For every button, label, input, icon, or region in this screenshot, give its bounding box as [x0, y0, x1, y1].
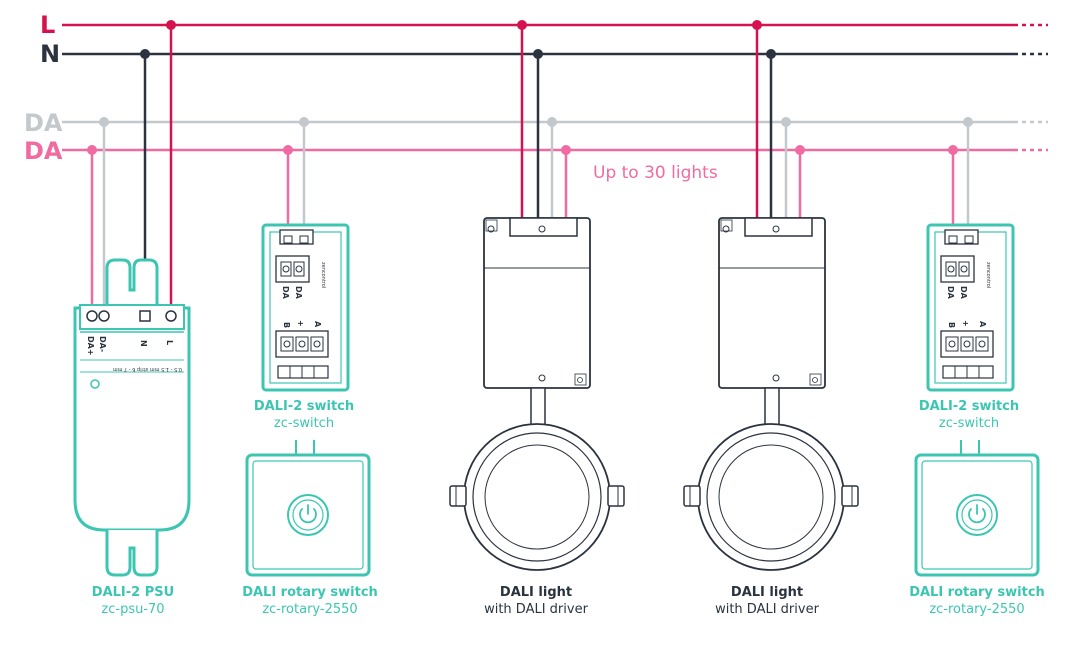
switch-left-a-label: A: [313, 321, 322, 328]
switch-left-brand: zencontrol: [320, 262, 326, 288]
switch-right-a-label: A: [978, 321, 987, 328]
dali-light-1: [449, 217, 625, 571]
rotary-left-model: zc-rotary-2550: [262, 602, 357, 617]
switch-right-brand: zencontrol: [985, 262, 991, 288]
psu-name: DALI-2 PSU: [92, 585, 174, 600]
switch-right-da2-label: DA: [959, 286, 968, 300]
rotary-left-name: DALI rotary switch: [242, 585, 378, 600]
l-bus-label: L: [40, 11, 55, 39]
switch-module-right: DA DA zencontrol B + A: [926, 223, 1015, 392]
switch-left-b-label: B: [282, 322, 291, 328]
psu-terminal-dam: DA-: [98, 336, 107, 352]
switch-right-b-label: B: [947, 322, 956, 328]
light-1-desc: with DALI driver: [484, 602, 588, 617]
psu-terminal-l: L: [165, 340, 174, 345]
psu-model: zc-psu-70: [101, 602, 164, 617]
switch-left-model: zc-switch: [274, 416, 334, 431]
switch-right-model: zc-switch: [939, 416, 999, 431]
switch-left-name: DALI-2 switch: [254, 399, 354, 414]
bus-lines: [62, 23, 1048, 152]
light-2-desc: with DALI driver: [715, 602, 819, 617]
switch-left-plus-label: +: [296, 320, 305, 327]
rotary-right-name: DALI rotary switch: [909, 585, 1045, 600]
switch-right-da1-label: DA: [946, 286, 955, 300]
switch-left-da1-label: DA: [281, 286, 290, 300]
da-pink-bus-label: DA: [24, 137, 63, 165]
switch-right-name: DALI-2 switch: [919, 399, 1019, 414]
light-1-name: DALI light: [500, 585, 572, 600]
power-icon[interactable]: [956, 494, 998, 536]
light-2-name: DALI light: [731, 585, 803, 600]
switch-right-plus-label: +: [961, 320, 970, 327]
rotary-right-model: zc-rotary-2550: [929, 602, 1024, 617]
capacity-note: Up to 30 lights: [593, 163, 718, 183]
n-bus-label: N: [40, 40, 60, 68]
psu-spec-text: 0.5 - 1.5 mm strip 6 - 7 mm: [113, 366, 182, 372]
psu-device: DA+ DA- N L 0.5 - 1.5 mm strip 6 - 7 mm: [73, 258, 191, 577]
da-grey-bus-label: DA: [24, 109, 63, 137]
dali-light-2: [683, 217, 859, 571]
drop-wires: [90, 25, 970, 312]
rotary-switch-right[interactable]: [914, 453, 1040, 577]
psu-terminal-n: N: [139, 340, 148, 347]
rotary-switch-left[interactable]: [245, 453, 371, 577]
switch-module-left: DA DA zencontrol B + A: [261, 223, 350, 392]
switch-left-da2-label: DA: [294, 286, 303, 300]
psu-terminal-dap: DA+: [86, 336, 95, 356]
power-icon[interactable]: [287, 494, 329, 536]
junction-dots: [87, 20, 973, 155]
